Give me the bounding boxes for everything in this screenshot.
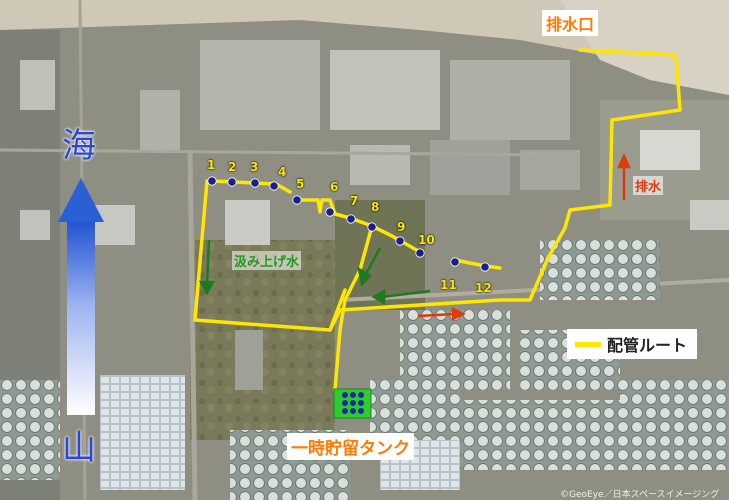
well-points: [207, 176, 490, 272]
well-label-10: 10: [418, 233, 435, 247]
image-credit: ©GeoEye／日本スペースイメージング: [560, 490, 720, 500]
well-label-3: 3: [250, 160, 259, 174]
well-label-1: 1: [207, 158, 216, 172]
well-label-8: 8: [371, 200, 380, 214]
outfall-label: 排水口: [542, 10, 599, 36]
sea-direction-arrow: [58, 178, 104, 415]
legend-pipe-swatch: [575, 341, 601, 347]
pumped-flow-arrows: [198, 239, 431, 306]
legend-pipe-label: 配管ルート: [607, 336, 688, 355]
temporary-tank-label: 一時貯留タンク: [287, 433, 414, 460]
mountain-label: 山: [62, 428, 96, 468]
drain-label: 排水: [633, 176, 664, 195]
well-label-4: 4: [278, 165, 287, 179]
well-label-6: 6: [330, 180, 339, 194]
well-label-7: 7: [350, 194, 359, 208]
discharge-flow-arrows: [417, 152, 631, 322]
well-label-2: 2: [228, 160, 237, 174]
pumped-water-label: 汲み上げ水: [232, 251, 302, 270]
well-label-12: 12: [475, 281, 492, 295]
sea-label: 海: [62, 126, 96, 166]
map-legend: 配管ルート: [567, 329, 698, 359]
well-label-9: 9: [397, 220, 406, 234]
well-label-11: 11: [440, 278, 457, 292]
storage-tank-symbol: [333, 388, 372, 419]
well-label-5: 5: [296, 177, 305, 191]
